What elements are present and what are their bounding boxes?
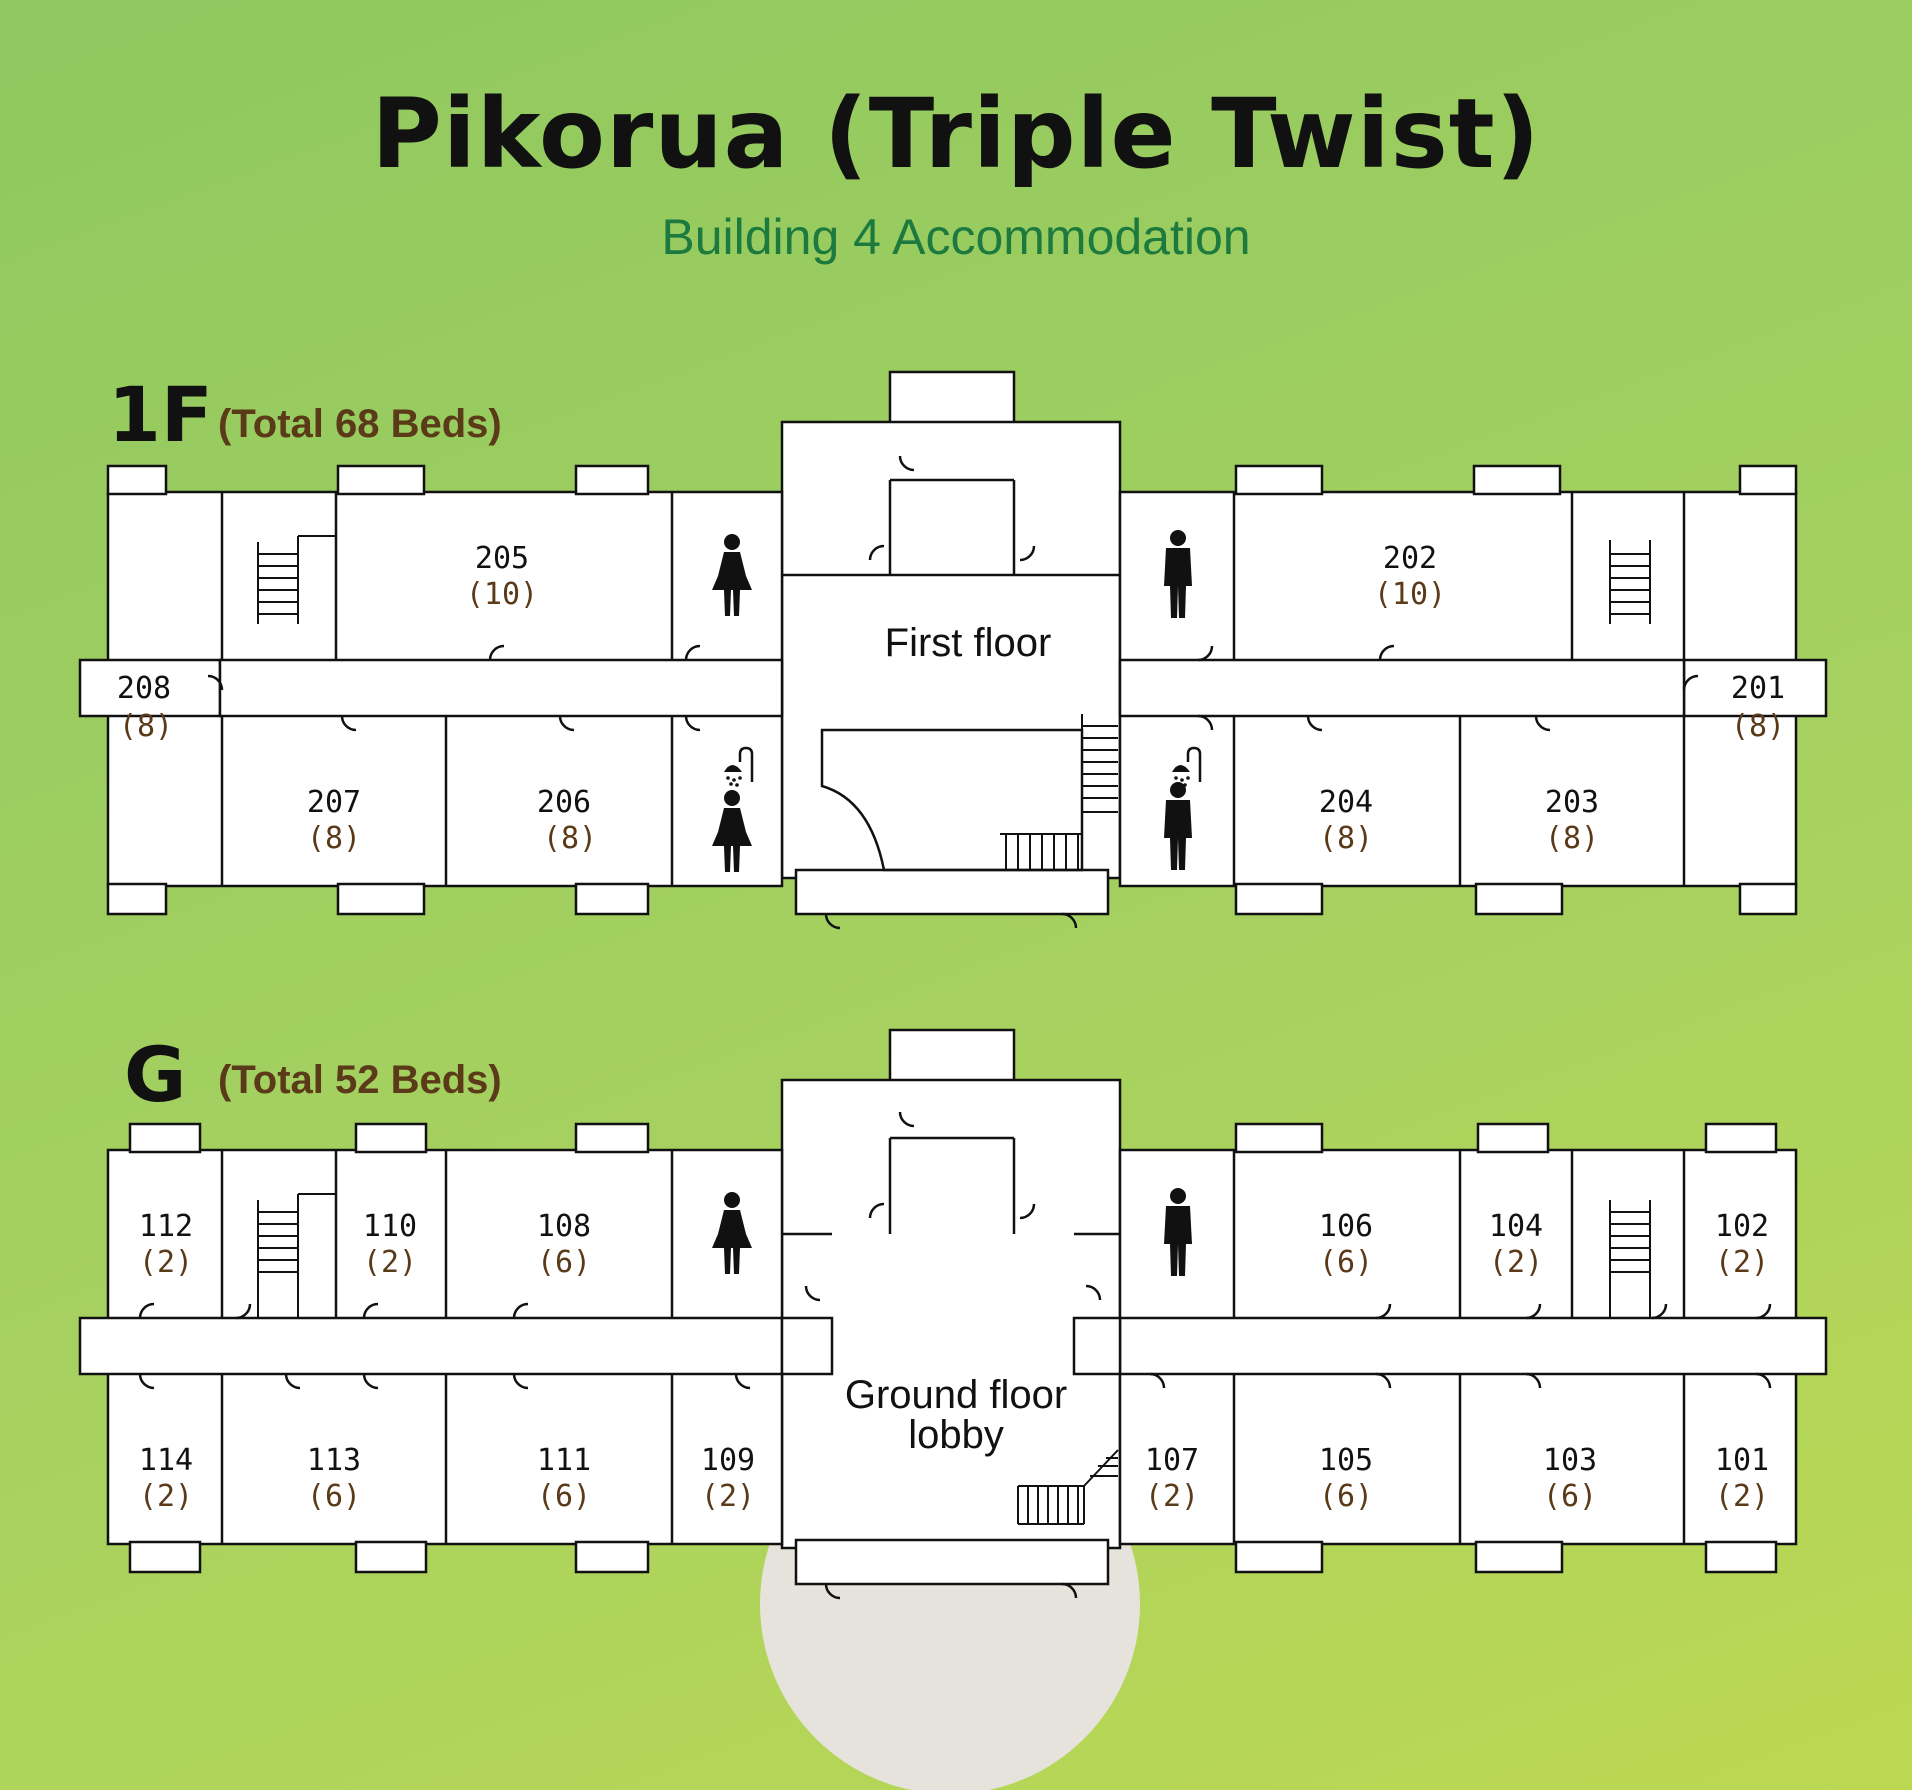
- room-206-number: 206: [537, 785, 591, 820]
- ground-floor-lobby-label-line1: Ground floor: [845, 1373, 1067, 1417]
- room-110-beds: (2): [363, 1245, 417, 1280]
- room-207-beds: (8): [307, 821, 361, 856]
- room-114-number: 114: [139, 1443, 193, 1478]
- room-114-beds: (2): [139, 1479, 193, 1514]
- room-110-number: 110: [363, 1209, 417, 1244]
- room-204-beds: (8): [1319, 821, 1373, 856]
- first-floor-plan: First floor 205 (10) 208 (8) 207 (8) 206…: [78, 370, 1828, 930]
- room-208-beds: (8): [119, 709, 173, 744]
- room-113-beds: (6): [307, 1479, 361, 1514]
- room-112-beds: (2): [139, 1245, 193, 1280]
- first-floor-total-beds: (Total 68 Beds): [218, 402, 502, 446]
- room-206-beds: (8): [543, 821, 597, 856]
- room-207-number: 207: [307, 785, 361, 820]
- room-202-beds: (10): [1374, 577, 1446, 612]
- room-109-beds: (2): [701, 1479, 755, 1514]
- room-204-number: 204: [1319, 785, 1373, 820]
- room-108-number: 108: [537, 1209, 591, 1244]
- room-201-beds: (8): [1731, 709, 1785, 744]
- room-103-beds: (6): [1543, 1479, 1597, 1514]
- first-floor-label: 1F: [108, 370, 213, 459]
- room-107-number: 107: [1145, 1443, 1199, 1478]
- room-104-number: 104: [1489, 1209, 1543, 1244]
- ground-floor-label: G: [124, 1030, 187, 1119]
- room-205-beds: (10): [466, 577, 538, 612]
- room-203-beds: (8): [1545, 821, 1599, 856]
- room-104-beds: (2): [1489, 1245, 1543, 1280]
- room-107-beds: (2): [1145, 1479, 1199, 1514]
- room-203-number: 203: [1545, 785, 1599, 820]
- room-106-beds: (6): [1319, 1245, 1373, 1280]
- room-108-beds: (6): [537, 1245, 591, 1280]
- room-111-number: 111: [537, 1443, 591, 1478]
- room-201-number: 201: [1731, 671, 1785, 706]
- first-floor-area-label: First floor: [885, 621, 1052, 665]
- room-106-number: 106: [1319, 1209, 1373, 1244]
- room-109-number: 109: [701, 1443, 755, 1478]
- room-102-number: 102: [1715, 1209, 1769, 1244]
- ground-floor-plan: Ground floor lobby 112 (2) 110 (2) 108 (…: [78, 1028, 1828, 1600]
- room-102-beds: (2): [1715, 1245, 1769, 1280]
- page-title: Pikorua (Triple Twist): [371, 78, 1541, 190]
- room-205-number: 205: [475, 541, 529, 576]
- room-103-number: 103: [1543, 1443, 1597, 1478]
- room-113-number: 113: [307, 1443, 361, 1478]
- page-subtitle: Building 4 Accommodation: [661, 209, 1251, 265]
- room-101-beds: (2): [1715, 1479, 1769, 1514]
- room-202-number: 202: [1383, 541, 1437, 576]
- room-111-beds: (6): [537, 1479, 591, 1514]
- stairs-icon: [257, 1193, 1651, 1525]
- room-112-number: 112: [139, 1209, 193, 1244]
- room-208-number: 208: [117, 671, 171, 706]
- ground-floor-lobby-label-line2: lobby: [908, 1413, 1004, 1457]
- room-105-beds: (6): [1319, 1479, 1373, 1514]
- room-101-number: 101: [1715, 1443, 1769, 1478]
- ground-floor-total-beds: (Total 52 Beds): [218, 1058, 502, 1102]
- room-105-number: 105: [1319, 1443, 1373, 1478]
